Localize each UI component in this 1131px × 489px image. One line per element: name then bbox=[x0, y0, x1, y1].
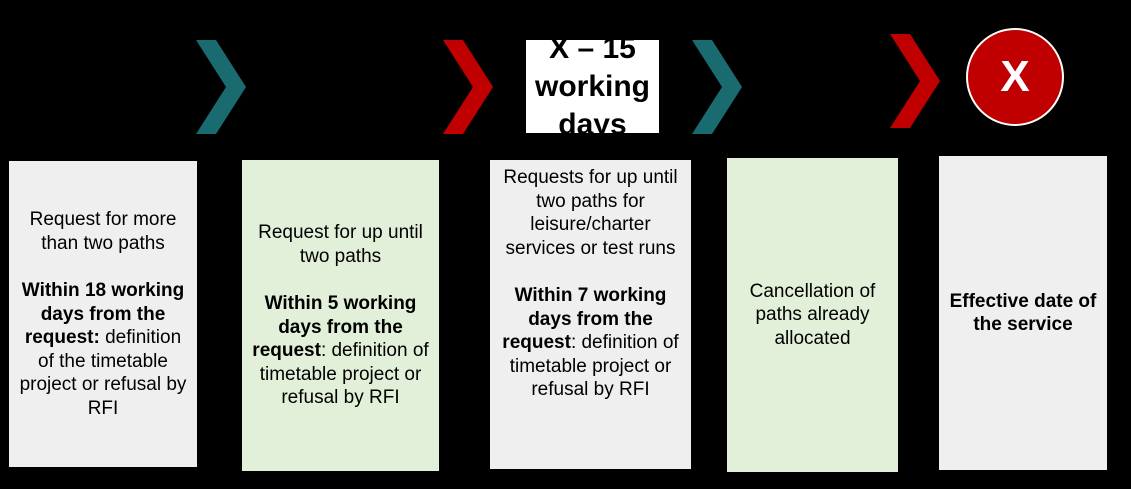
step-deadline-text: Within 18 working days from the request:… bbox=[15, 279, 191, 420]
step-box-leisure-charter: Requests for up until two paths for leis… bbox=[490, 160, 691, 469]
step-deadline-text: Within 7 working days from the request: … bbox=[496, 284, 685, 402]
step-deadline-bold: Within 18 working days from the request: bbox=[21, 280, 185, 348]
step-deadline-rest: : definition of timetable project or ref… bbox=[509, 332, 679, 400]
step-box-up-to-two-paths: Request for up until two paths Within 5 … bbox=[242, 160, 439, 471]
step-deadline-bold: Effective date of the service bbox=[949, 290, 1097, 336]
step-intro-text: Requests for up until two paths for leis… bbox=[503, 167, 678, 259]
step-box-effective-date: Effective date of the service bbox=[939, 156, 1107, 470]
end-marker-circle: X bbox=[966, 28, 1064, 126]
milestone-line: X – 15 bbox=[549, 40, 636, 65]
step-deadline-rest: : definition of timetable project or ref… bbox=[259, 340, 429, 409]
teal-chevron-icon bbox=[692, 40, 742, 134]
step-box-cancellation: Cancellation of paths already allocated bbox=[727, 158, 898, 472]
end-marker-label: X bbox=[1000, 52, 1030, 101]
step-deadline-bold: Within 5 working days from the request bbox=[252, 293, 417, 362]
step-deadline-rest: definition of the timetable project or r… bbox=[19, 327, 187, 419]
red-chevron-icon bbox=[890, 34, 940, 128]
step-box-more-than-two-paths: Request for more than two paths Within 1… bbox=[9, 161, 197, 467]
step-intro-text: Request for up until two paths bbox=[258, 222, 423, 267]
milestone-label: X – 15 working days bbox=[526, 40, 659, 133]
red-chevron-icon bbox=[443, 40, 493, 134]
step-deadline-bold: Within 7 working days from the request bbox=[502, 285, 667, 353]
step-deadline-text: Within 5 working days from the request: … bbox=[248, 292, 433, 410]
milestone-line: working bbox=[534, 69, 650, 103]
milestone-line: days bbox=[558, 107, 627, 134]
step-deadline-text: Effective date of the service bbox=[945, 290, 1101, 337]
teal-chevron-icon bbox=[196, 40, 246, 134]
step-intro-text: Cancellation of paths already allocated bbox=[749, 280, 876, 349]
step-intro-text: Request for more than two paths bbox=[29, 209, 177, 254]
